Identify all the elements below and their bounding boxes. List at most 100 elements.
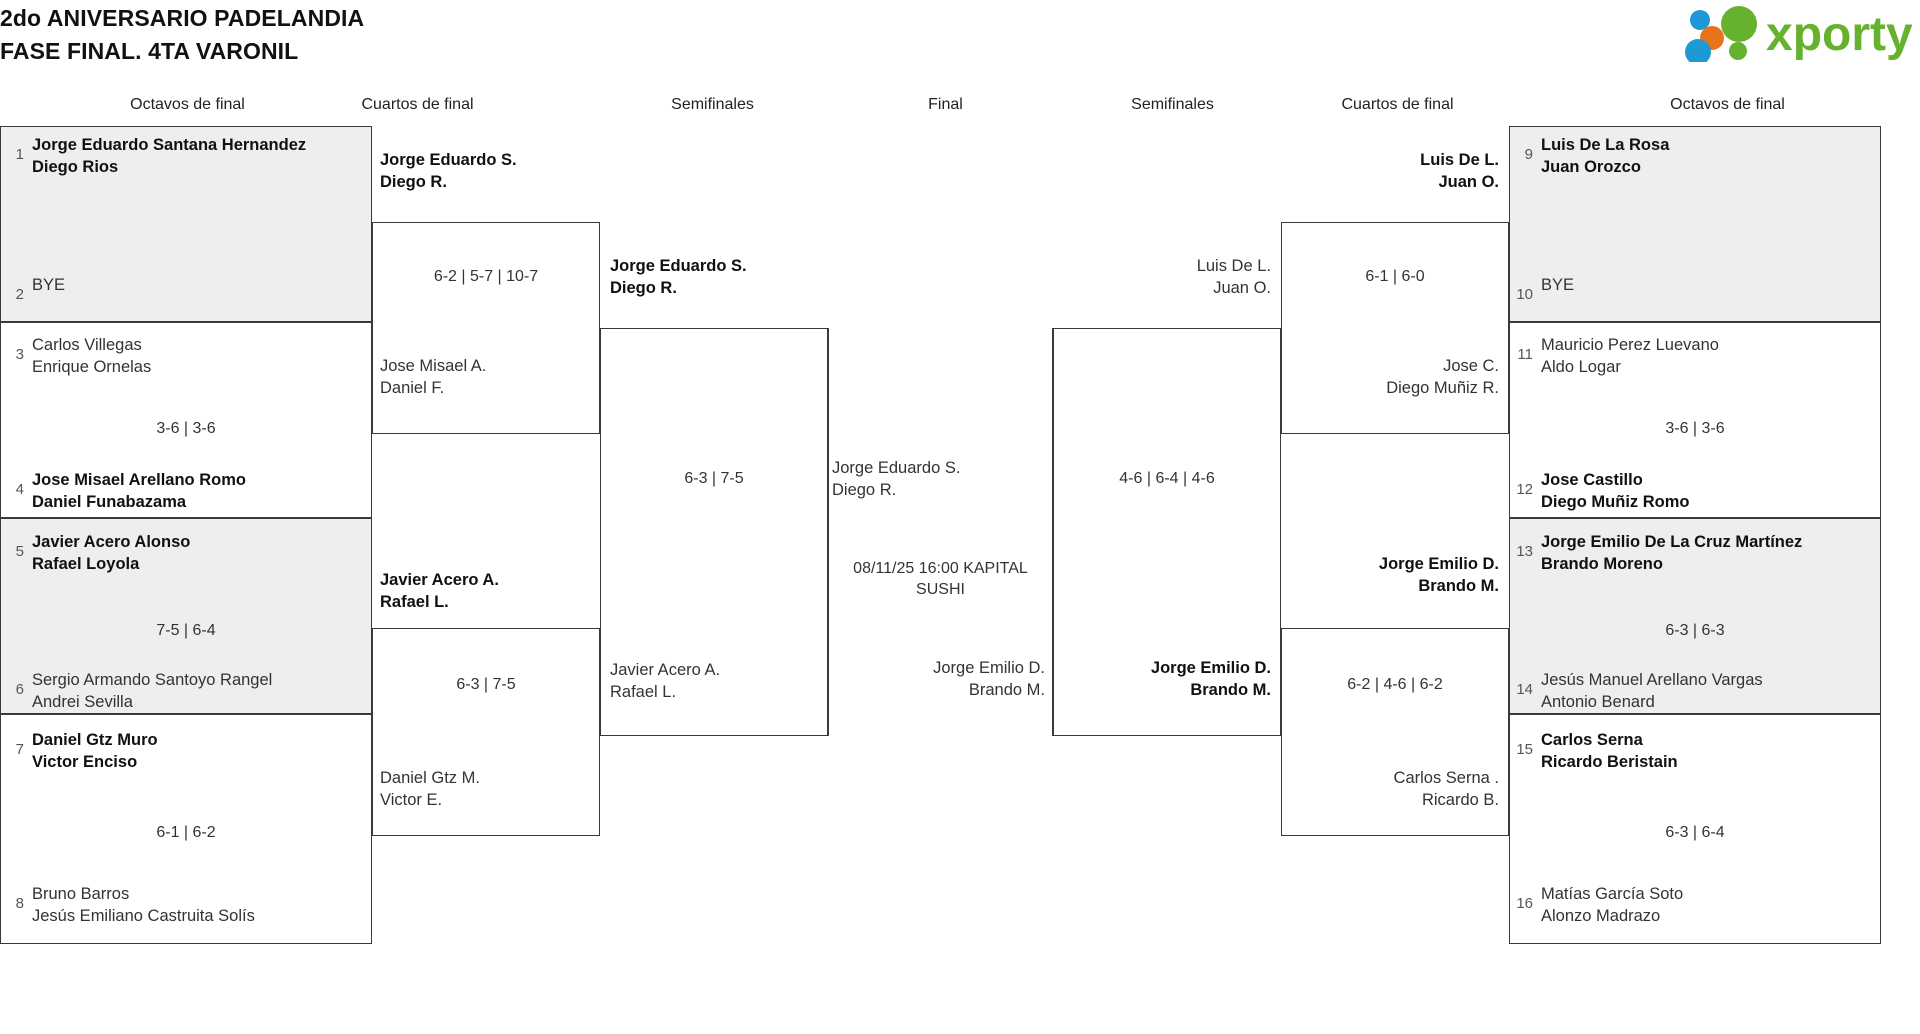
seed-number: 4 bbox=[15, 481, 24, 498]
match-score: 4-6 | 6-4 | 4-6 bbox=[1119, 470, 1215, 487]
match-box-right-sf-1[interactable] bbox=[1053, 328, 1281, 736]
match-score: 3-6 | 3-6 bbox=[156, 420, 216, 437]
match-box-right-r16-4[interactable] bbox=[1509, 714, 1881, 944]
logo-dot-blue-bottom bbox=[1685, 39, 1711, 62]
match-score: 6-1 | 6-2 bbox=[156, 824, 216, 841]
logo-wordmark: xporty bbox=[1766, 8, 1912, 61]
table-row[interactable]: 12 Jose Castillo Diego Muñiz Romo bbox=[1511, 470, 1879, 513]
team-names: Luis De L. Juan O. bbox=[1196, 257, 1271, 297]
table-row[interactable]: 14 Jesús Manuel Arellano Vargas Antonio … bbox=[1511, 670, 1879, 713]
match-score: 6-3 | 6-4 bbox=[1665, 824, 1725, 841]
match-box-final[interactable] bbox=[828, 328, 1053, 736]
table-row[interactable]: 2 BYE bbox=[2, 275, 370, 305]
final-match-meta: 08/11/25 16:00 KAPITAL SUSHI bbox=[853, 560, 1028, 598]
team-names: Bruno Barros Jesús Emiliano Castruita So… bbox=[32, 885, 255, 925]
team-names: Jose C. Diego Muñiz R. bbox=[1386, 357, 1499, 397]
seed-number: 10 bbox=[1516, 286, 1533, 303]
table-row[interactable]: 3 Carlos Villegas Enrique Ornelas bbox=[2, 335, 370, 378]
table-row[interactable]: 7 Daniel Gtz Muro Victor Enciso bbox=[2, 730, 370, 773]
logo-dot-green-big bbox=[1721, 6, 1757, 42]
page-title: 2do ANIVERSARIO PADELANDIA FASE FINAL. 4… bbox=[0, 2, 364, 68]
round-label-right-sf: Semifinales bbox=[1131, 96, 1214, 113]
match-box-right-r16-3[interactable] bbox=[1509, 518, 1881, 714]
match-box-left-r16-4[interactable] bbox=[0, 714, 372, 944]
team-names: Jorge Eduardo S. Diego R. bbox=[610, 257, 747, 297]
team-names: Javier Acero A. Rafael L. bbox=[610, 661, 721, 701]
team-names: Javier Acero Alonso Rafael Loyola bbox=[32, 533, 191, 573]
team-names: Jorge Emilio D. Brando M. bbox=[1378, 555, 1499, 595]
team-names-final-b: Jorge Emilio D. Brando M. bbox=[933, 659, 1045, 699]
match-box-right-r16-2[interactable] bbox=[1509, 322, 1881, 518]
seed-number: 12 bbox=[1516, 481, 1533, 498]
seed-number: 7 bbox=[15, 741, 24, 758]
seed-number: 5 bbox=[15, 543, 24, 560]
team-names: Carlos Serna Ricardo Beristain bbox=[1541, 731, 1678, 771]
match-score: 6-1 | 6-0 bbox=[1365, 268, 1425, 285]
tournament-name: 2do ANIVERSARIO PADELANDIA bbox=[0, 5, 365, 31]
seed-number: 6 bbox=[15, 681, 24, 698]
logo-dot-blue-top bbox=[1690, 10, 1710, 30]
match-box-left-qf-2[interactable] bbox=[372, 628, 600, 836]
table-row[interactable]: 1 Jorge Eduardo Santana Hernandez Diego … bbox=[2, 135, 370, 178]
seed-number: 16 bbox=[1516, 895, 1533, 912]
seed-number: 14 bbox=[1516, 681, 1533, 698]
team-names: Carlos Villegas Enrique Ornelas bbox=[32, 336, 152, 376]
match-score: 3-6 | 3-6 bbox=[1665, 420, 1725, 437]
match-box-left-r16-1[interactable] bbox=[0, 126, 372, 322]
team-names: Jorge Eduardo S. Diego R. bbox=[380, 151, 517, 191]
match-box-left-r16-3[interactable] bbox=[0, 518, 372, 714]
match-score: 6-3 | 7-5 bbox=[684, 470, 744, 487]
table-row[interactable]: 9 Luis De La Rosa Juan Orozco bbox=[1511, 135, 1879, 178]
round-label-right-qf: Cuartos de final bbox=[1341, 96, 1454, 113]
round-label-left-qf: Cuartos de final bbox=[361, 96, 474, 113]
table-row[interactable]: 13 Jorge Emilio De La Cruz Martínez Bran… bbox=[1511, 532, 1879, 575]
team-names: Luis De L. Juan O. bbox=[1420, 151, 1499, 191]
seed-number: 13 bbox=[1516, 543, 1533, 560]
team-names: Daniel Gtz Muro Victor Enciso bbox=[32, 731, 158, 771]
team-names: Jorge Emilio D. Brando M. bbox=[1150, 659, 1271, 699]
match-score: 6-3 | 7-5 bbox=[456, 676, 516, 693]
team-names: Sergio Armando Santoyo Rangel Andrei Sev… bbox=[32, 671, 273, 711]
match-score: 6-3 | 6-3 bbox=[1665, 622, 1725, 639]
xporty-logo[interactable]: xporty bbox=[1682, 4, 1912, 62]
seed-number: 3 bbox=[15, 346, 24, 363]
team-names-final-a: Jorge Eduardo S. Diego R. bbox=[832, 459, 961, 499]
tournament-phase: FASE FINAL. 4TA VARONIL bbox=[0, 38, 299, 64]
seed-number: 2 bbox=[15, 286, 24, 303]
match-score: 6-2 | 4-6 | 6-2 bbox=[1347, 676, 1443, 693]
team-names: Mauricio Perez Luevano Aldo Logar bbox=[1541, 336, 1719, 376]
table-row[interactable]: 5 Javier Acero Alonso Rafael Loyola bbox=[2, 532, 370, 575]
seed-number: 15 bbox=[1516, 741, 1533, 758]
table-row[interactable]: 4 Jose Misael Arellano Romo Daniel Funab… bbox=[2, 470, 370, 513]
table-row[interactable]: 11 Mauricio Perez Luevano Aldo Logar bbox=[1511, 335, 1879, 378]
team-names: Matías García Soto Alonzo Madrazo bbox=[1541, 885, 1684, 925]
team-names: Jose Misael A. Daniel F. bbox=[380, 357, 487, 397]
table-row[interactable]: 6 Sergio Armando Santoyo Rangel Andrei S… bbox=[2, 670, 370, 713]
team-names: Javier Acero A. Rafael L. bbox=[380, 571, 499, 611]
match-score: 6-2 | 5-7 | 10-7 bbox=[433, 268, 539, 285]
team-names: Jesús Manuel Arellano Vargas Antonio Ben… bbox=[1541, 671, 1763, 711]
team-names: BYE bbox=[1541, 276, 1575, 294]
table-row[interactable]: 16 Matías García Soto Alonzo Madrazo bbox=[1511, 884, 1879, 927]
seed-number: 11 bbox=[1517, 346, 1533, 363]
team-names: Luis De La Rosa Juan Orozco bbox=[1541, 136, 1670, 176]
team-names: Daniel Gtz M. Victor E. bbox=[380, 769, 480, 809]
round-label-left-r16: Octavos de final bbox=[130, 96, 245, 113]
table-row[interactable]: 10 BYE bbox=[1511, 275, 1879, 305]
seed-number: 9 bbox=[1524, 146, 1533, 163]
match-box-left-r16-2[interactable] bbox=[0, 322, 372, 518]
round-label-right-r16: Octavos de final bbox=[1670, 96, 1785, 113]
match-box-left-qf-1[interactable] bbox=[372, 222, 600, 434]
match-box-right-qf-1[interactable] bbox=[1281, 222, 1509, 434]
match-box-left-sf-1[interactable] bbox=[600, 328, 828, 736]
team-names: BYE bbox=[32, 276, 66, 294]
team-names: Jose Misael Arellano Romo Daniel Funabaz… bbox=[32, 471, 246, 511]
team-names: Carlos Serna . Ricardo B. bbox=[1393, 769, 1499, 809]
team-names: Jorge Eduardo Santana Hernandez Diego Ri… bbox=[32, 136, 307, 176]
match-box-right-r16-1[interactable] bbox=[1509, 126, 1881, 322]
match-score: 7-5 | 6-4 bbox=[156, 622, 216, 639]
table-row[interactable]: 8 Bruno Barros Jesús Emiliano Castruita … bbox=[2, 884, 370, 927]
match-box-right-qf-2[interactable] bbox=[1281, 628, 1509, 836]
logo-dot-green-small bbox=[1729, 42, 1747, 60]
table-row[interactable]: 15 Carlos Serna Ricardo Beristain bbox=[1511, 730, 1879, 773]
